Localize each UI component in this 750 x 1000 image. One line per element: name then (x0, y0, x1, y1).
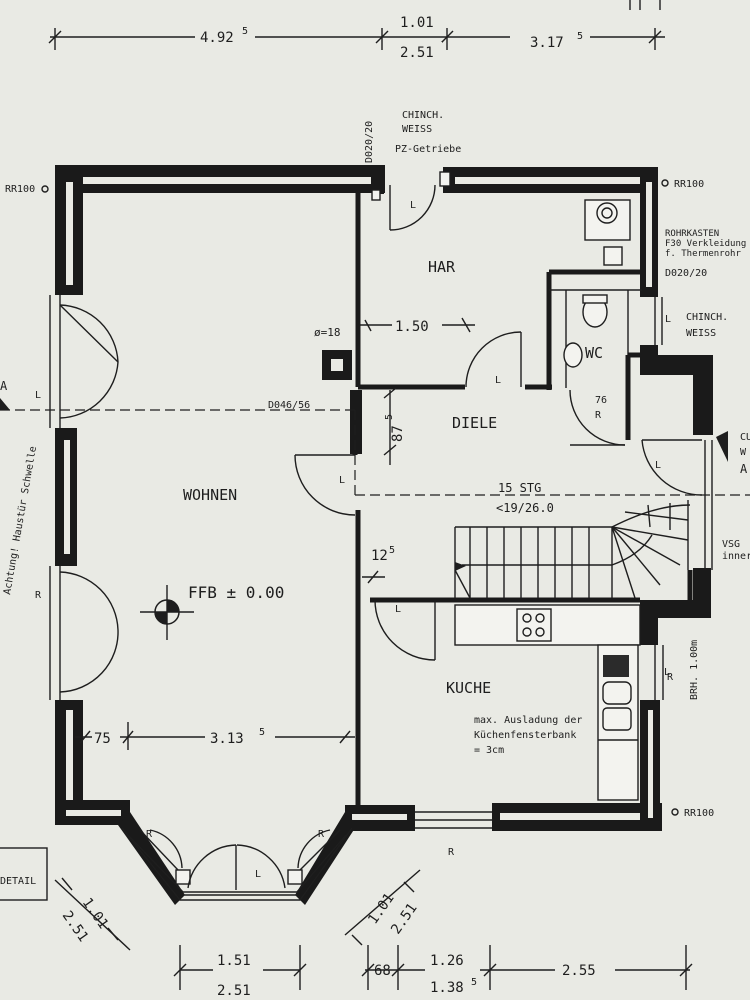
bottom-dimensions (54, 869, 693, 990)
staircase (454, 500, 691, 599)
note-d020-top: D020/20 (364, 121, 375, 163)
room-label-kuche: KUCHE (446, 679, 491, 697)
l-mark: L (255, 869, 261, 880)
section-marker-a-right: A (740, 462, 748, 476)
top-dimension-line (48, 10, 665, 62)
kitchen-window (415, 811, 492, 829)
dim-bottom-251: 2.51 (217, 983, 251, 999)
dim-wall-12: 12 (371, 548, 388, 564)
note-rr100-left: RR100 (5, 184, 35, 195)
top-edge-ticks (629, 0, 661, 10)
dim-top-mid-2: 2.51 (400, 45, 434, 61)
dim-bottom-138: 1.38 (430, 980, 464, 996)
internal-dimensions (75, 315, 475, 750)
dim-diele-87: 87 (390, 425, 406, 442)
l-mark: L (495, 375, 501, 386)
note-vsg-2: inner (722, 551, 750, 562)
dim-bottom-151: 1.51 (217, 953, 251, 969)
room-label-wc: WC (585, 344, 603, 362)
dim-wall-12-sup: 5 (389, 545, 395, 556)
note-w: W (740, 447, 747, 458)
dim-bottom-255: 2.55 (562, 963, 596, 979)
room-label-har: HAR (428, 258, 456, 276)
note-phi18: ø=18 (314, 326, 341, 339)
note-cu: CU (740, 432, 750, 443)
l-mark: L (665, 314, 671, 325)
note-chinch-top-1: CHINCH. (402, 110, 444, 121)
stair-steps-label: 15 STG (498, 481, 541, 495)
dim-har-width: 1.50 (395, 319, 429, 335)
outer-walls (55, 165, 713, 831)
left-windows (49, 295, 119, 700)
rr-markers (41, 179, 679, 816)
note-d046: D046/56 (268, 400, 310, 411)
wc-fixtures (563, 199, 631, 368)
origin-marker-icon (140, 585, 194, 640)
note-chinch-right-2: WEISS (686, 328, 716, 339)
dim-diele-87-sup: 5 (384, 414, 395, 420)
l-mark: L (664, 667, 670, 678)
kitchen-fixtures (454, 604, 641, 801)
note-r-bay-1: R (146, 829, 153, 840)
dim-top-right: 3.17 (530, 35, 564, 51)
dim-wohnen-313-sup: 5 (259, 727, 265, 738)
room-label-diele: DIELE (452, 414, 497, 432)
note-r-left: R (35, 590, 42, 601)
dim-top-left: 4.92 (200, 30, 234, 46)
dim-bottom-126: 1.26 (430, 953, 464, 969)
l-mark: L (655, 460, 661, 471)
dim-top-left-sup: 5 (242, 26, 248, 37)
dim-bottom-68: 68 (374, 963, 391, 979)
floor-level-label: FFB ± 0.00 (188, 583, 284, 602)
note-detail: DETAIL (0, 876, 36, 887)
right-windows (654, 297, 664, 700)
note-pz-getriebe: PZ-Getriebe (395, 144, 461, 155)
note-r-bottom: R (448, 847, 455, 858)
note-r-bay-2: R (318, 829, 325, 840)
stair-ratio-label: <19/26.0 (496, 501, 554, 515)
chimney (322, 350, 352, 380)
l-mark: L (395, 604, 401, 615)
note-kuechen-1: max. Ausladung der (474, 715, 582, 726)
l-mark: L (339, 475, 345, 486)
note-wc-dim: 76 (595, 395, 607, 406)
note-kuechen-2: Küchenfensterbank (474, 730, 576, 741)
note-brh: BRH. 1.00m (689, 640, 700, 700)
dim-wohnen-75: 75 (94, 731, 111, 747)
dim-top-right-sup: 5 (577, 31, 583, 42)
section-marker-a-left: A (0, 379, 8, 393)
note-r-right: R (667, 672, 674, 683)
note-rr100-right: RR100 (674, 179, 704, 190)
note-wc-r: R (595, 410, 602, 421)
note-rohrkasten-1: ROHRKASTEN (665, 229, 719, 239)
note-rohrkasten-3: f. Thermenrohr (665, 249, 741, 259)
interior-walls (350, 190, 693, 805)
dim-wohnen-313: 3.13 (210, 731, 244, 747)
l-mark: L (35, 390, 41, 401)
note-rr100-bottom: RR100 (684, 808, 714, 819)
note-rohrkasten-2: F30 Verkleidung (665, 239, 746, 249)
dim-top-mid-1: 1.01 (400, 15, 434, 31)
section-lines (0, 398, 750, 496)
doors (294, 171, 713, 661)
detail-box (0, 847, 48, 901)
l-mark: L (410, 200, 416, 211)
dim-bottom-138-sup: 5 (471, 977, 477, 988)
note-chinch-top-2: WEISS (402, 124, 432, 135)
bay-window (118, 812, 357, 905)
room-label-wohnen: WOHNEN (183, 486, 237, 504)
note-kuechen-3: = 3cm (474, 745, 504, 756)
note-vsg-1: VSG (722, 539, 740, 550)
note-d020-right: D020/20 (665, 268, 707, 279)
note-chinch-right-1: CHINCH. (686, 312, 728, 323)
